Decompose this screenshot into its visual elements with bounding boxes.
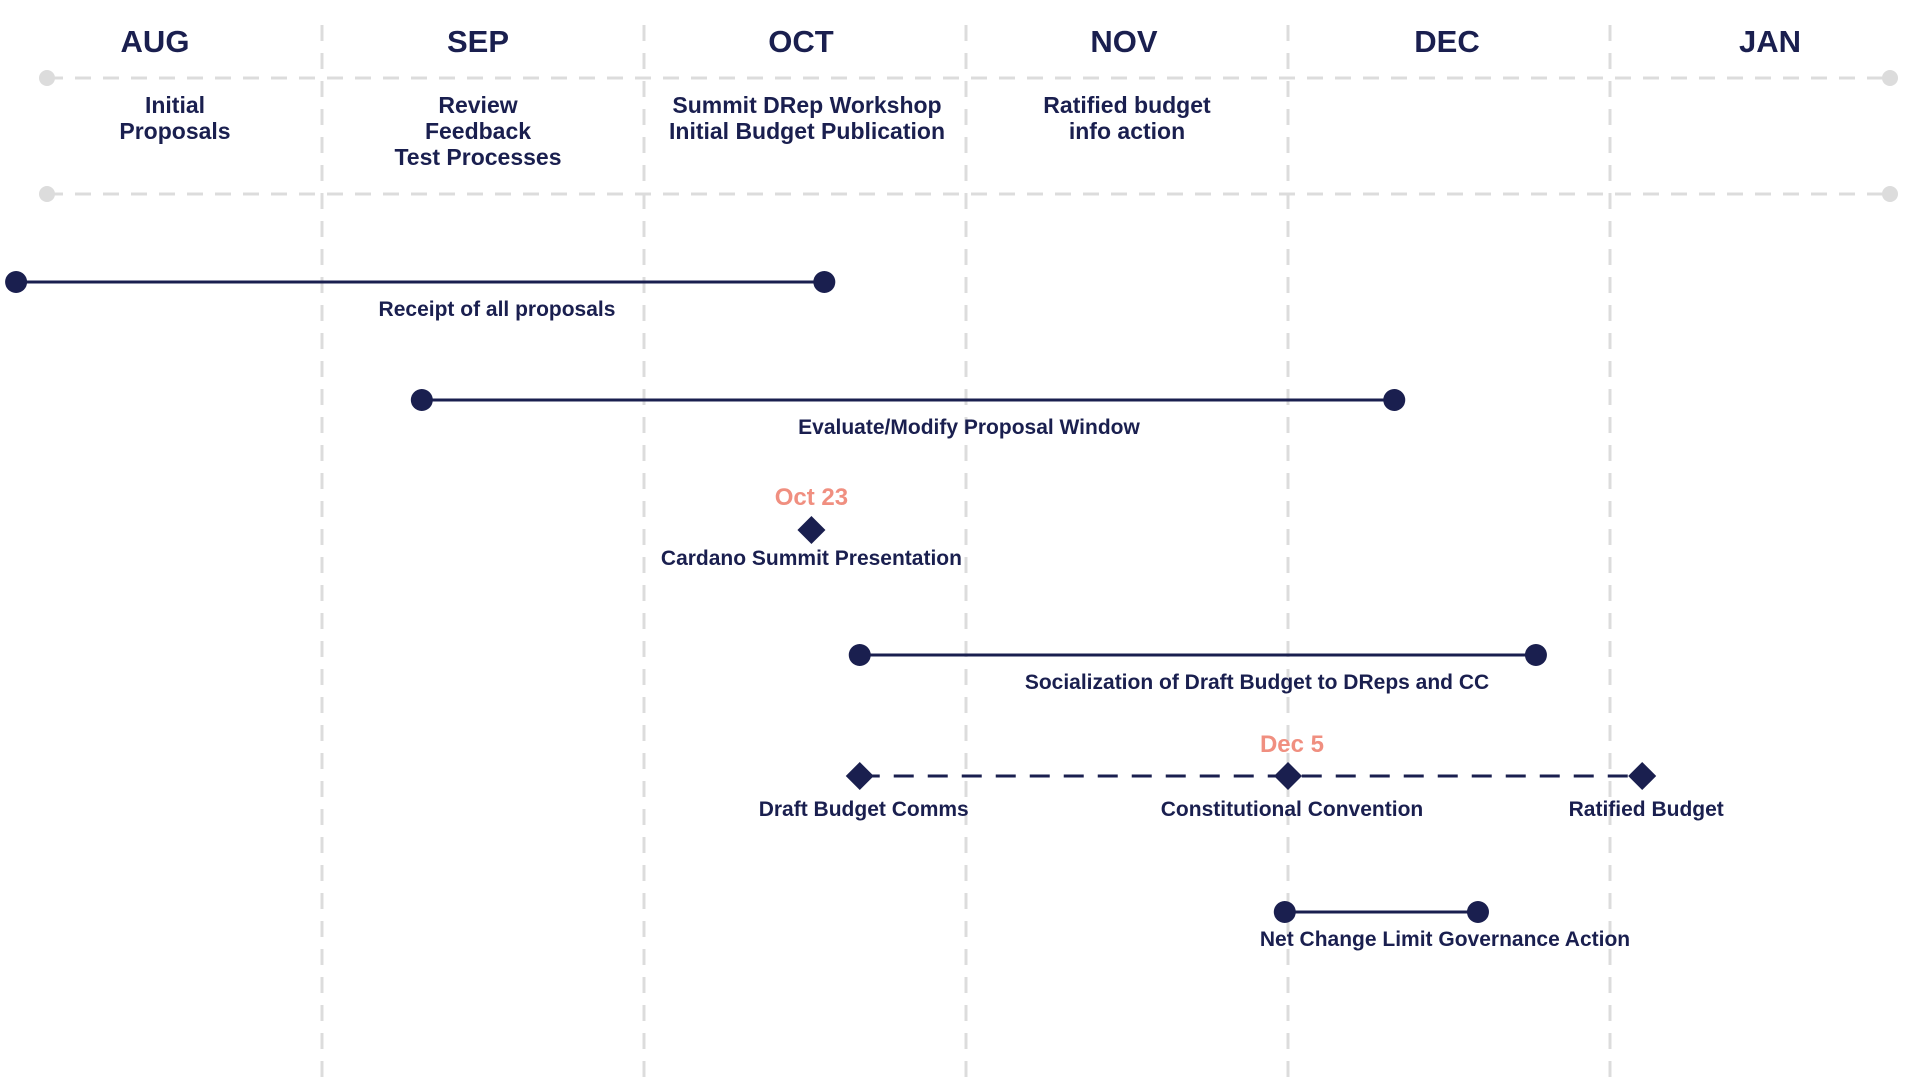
month-note-line: Initial Budget Publication [669,118,945,144]
span-start-dot-receipt [5,271,28,293]
month-note-line: Proposals [119,118,230,144]
milestone-date-summit: Oct 23 [775,484,848,511]
milestone-label-summit: Cardano Summit Presentation [661,547,962,570]
span-end-dot-receipt [813,271,836,293]
month-note-line: Ratified budget [1043,92,1211,118]
month-note-line: Summit DRep Workshop [672,92,941,118]
span-start-dot-net-change [1273,901,1296,923]
header-band-end-dot [1882,186,1898,202]
month-header-dec: DEC [1414,24,1479,59]
span-label-net-change: Net Change Limit Governance Action [1260,928,1630,951]
month-header-sep: SEP [447,24,509,59]
month-note-line: info action [1069,118,1185,144]
span-end-dot-socialization [1524,644,1547,666]
chain-label-ratified: Ratified Budget [1569,798,1724,821]
chain-diamond-draft-comms [845,762,874,790]
chain-date-convention: Dec 5 [1260,731,1324,758]
header-band-end-dot [39,70,55,86]
month-note-line: Initial [145,92,205,118]
span-start-dot-evaluate [410,389,433,411]
month-header-jan: JAN [1739,24,1801,59]
span-label-socialization: Socialization of Draft Budget to DReps a… [1025,671,1489,694]
header-band-end-dot [1882,70,1898,86]
month-header-oct: OCT [768,24,834,59]
chain-label-convention: Constitutional Convention [1161,798,1423,821]
month-note-line: Review [438,92,517,118]
span-label-receipt: Receipt of all proposals [379,298,616,321]
span-start-dot-socialization [848,644,871,666]
header-band-end-dot [39,186,55,202]
milestone-diamond-summit [797,516,826,544]
month-header-nov: NOV [1090,24,1158,59]
chain-label-draft-comms: Draft Budget Comms [759,798,969,821]
month-header-aug: AUG [121,24,190,59]
span-label-evaluate: Evaluate/Modify Proposal Window [798,416,1140,439]
chain-diamond-convention [1274,762,1302,790]
month-note-line: Test Processes [394,144,561,170]
chain-diamond-ratified [1628,762,1657,790]
span-end-dot-net-change [1466,901,1489,923]
span-end-dot-evaluate [1383,389,1406,411]
month-note-line: Feedback [425,118,531,144]
